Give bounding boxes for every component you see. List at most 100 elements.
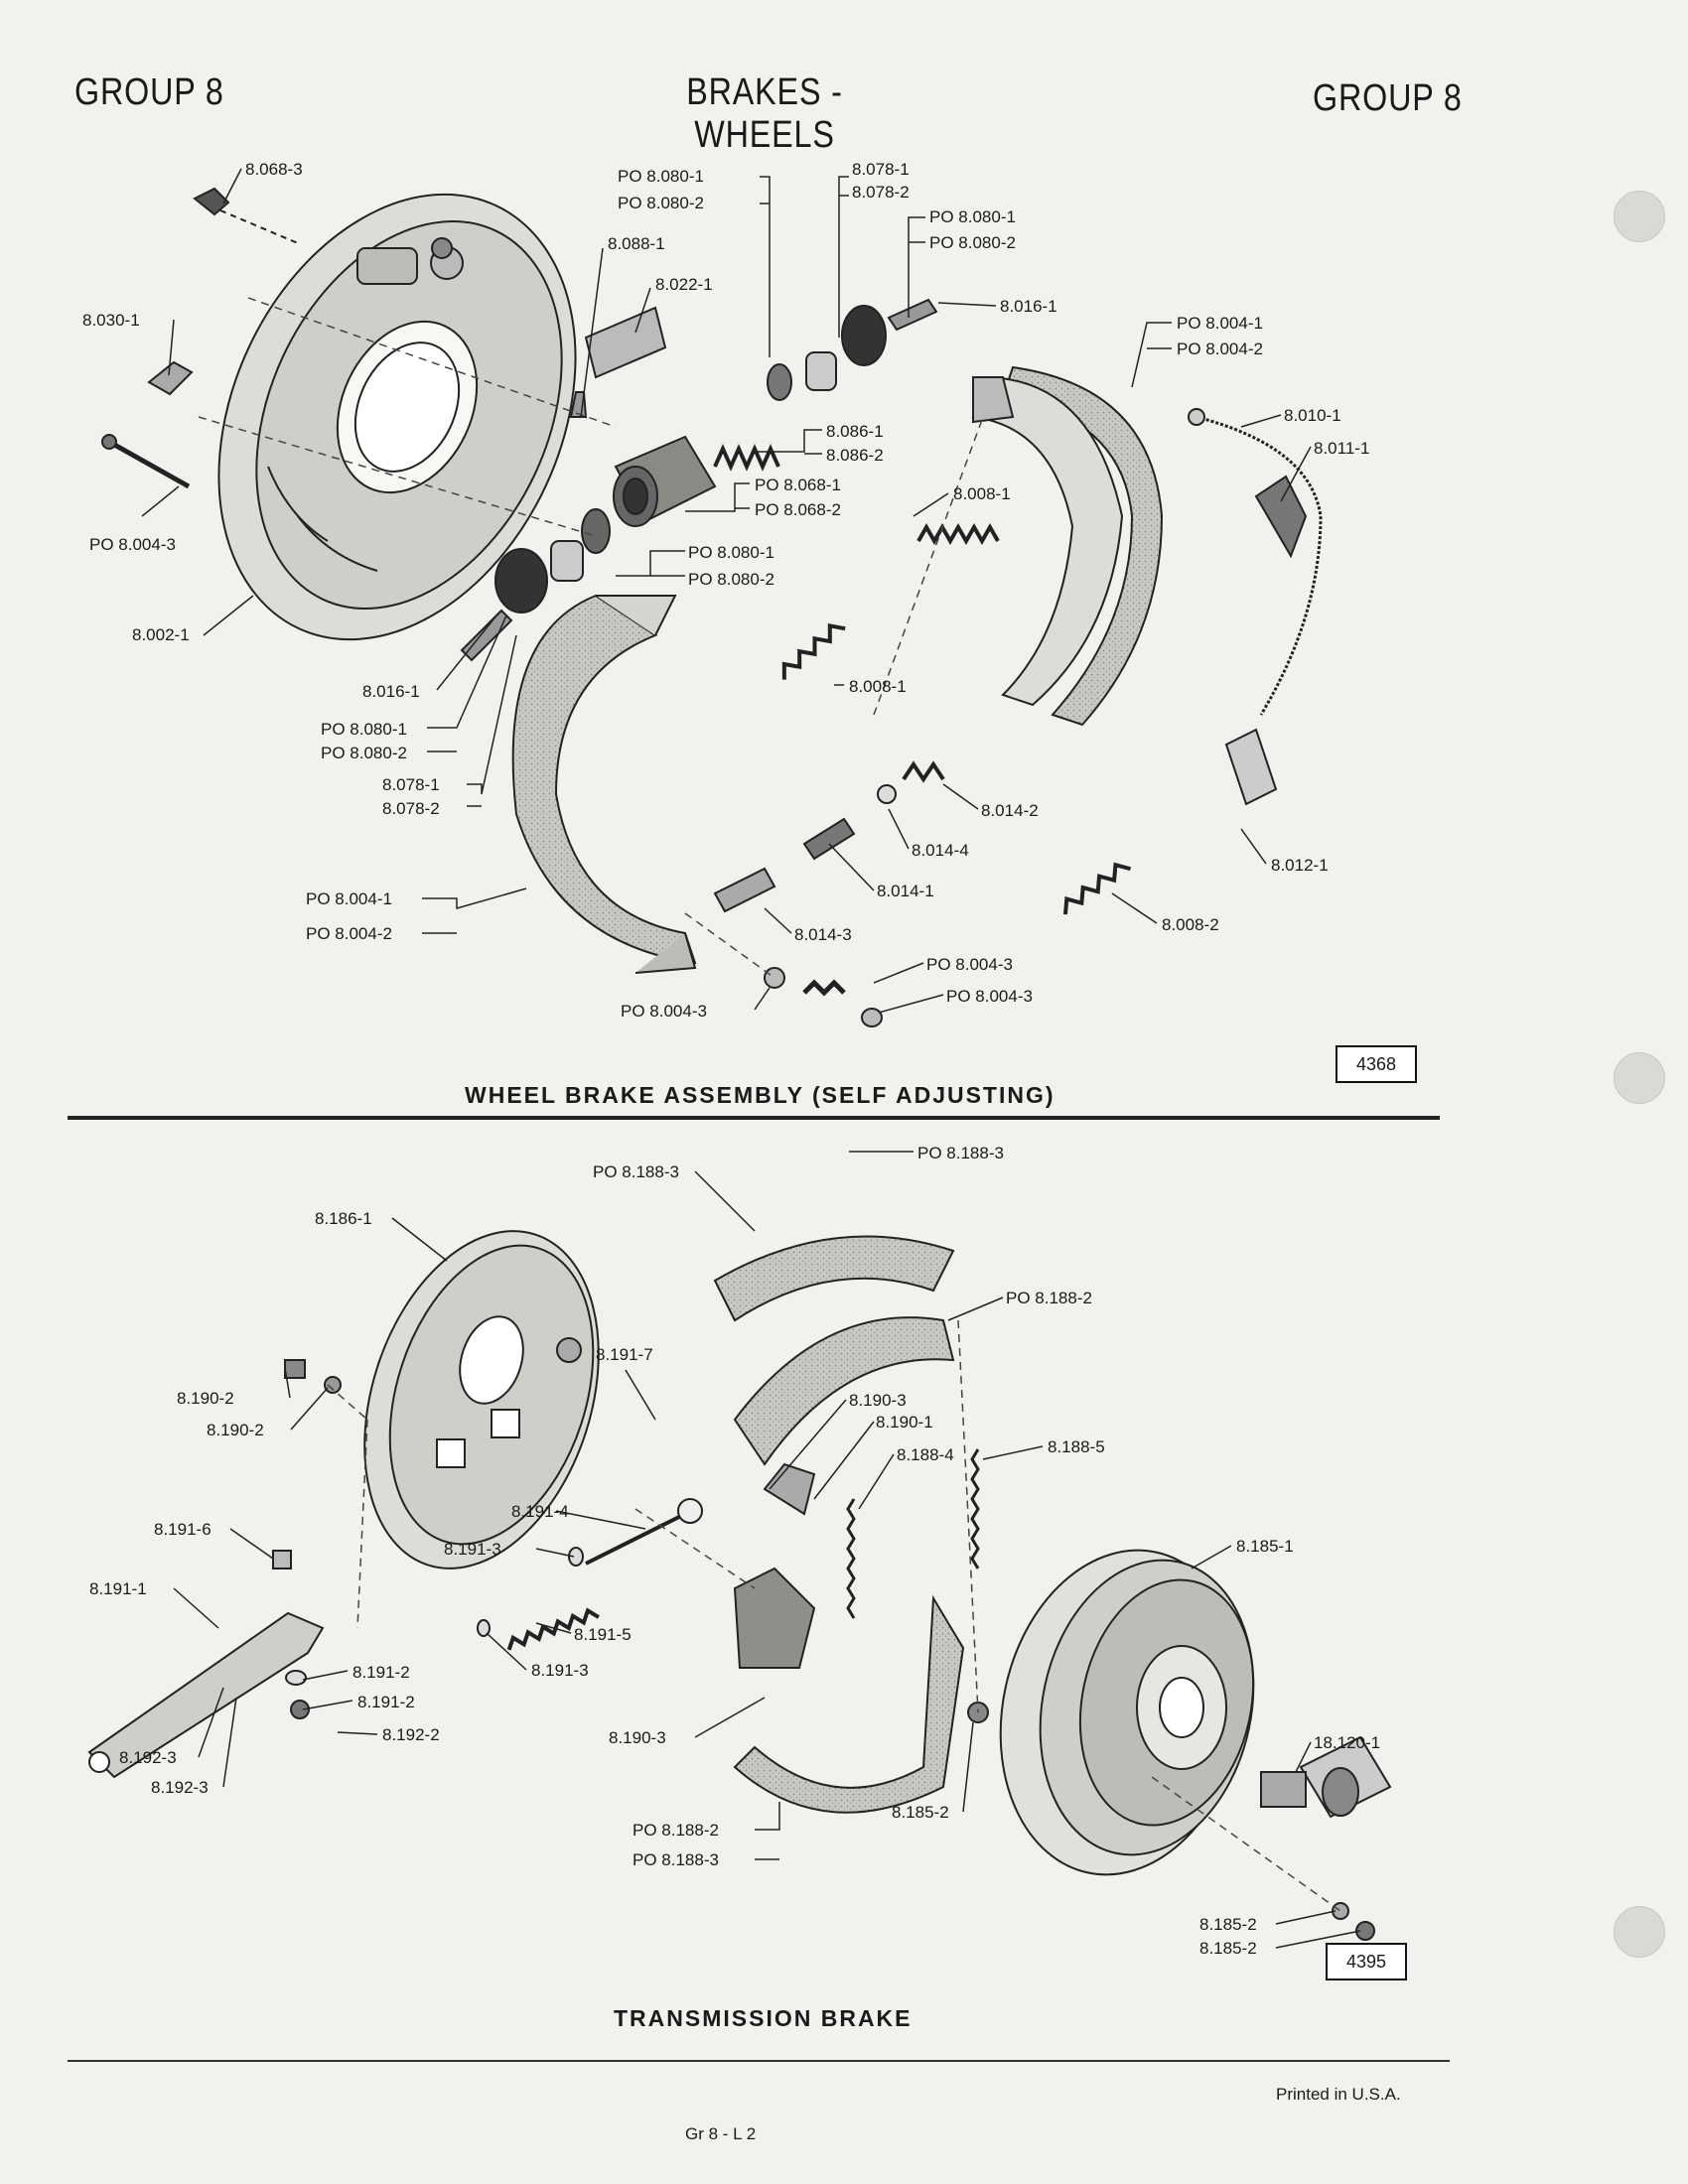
part-label-po-8-080-2: PO 8.080-2 — [321, 744, 407, 762]
part-label-8-078-2: 8.078-2 — [852, 183, 910, 202]
part-label-8-086-1: 8.086-1 — [826, 422, 884, 441]
brake-drum-drawing — [999, 1549, 1255, 1876]
brake-shoe-right-drawing — [971, 365, 1164, 727]
part-label-8-011-1: 8.011-1 — [1314, 439, 1369, 458]
trans-backing-plate-drawing — [363, 1230, 600, 1570]
boot-drawing — [841, 305, 887, 366]
part-label-8-191-7: 8.191-7 — [596, 1345, 653, 1364]
page-number: Gr 8 - L 2 — [685, 2124, 757, 2143]
part-label-8-014-3: 8.014-3 — [794, 925, 852, 944]
transmission-brake-drawing — [87, 1230, 1392, 1941]
figure-caption-wheel-brake: WHEEL BRAKE ASSEMBLY (SELF ADJUSTING) — [465, 1082, 1055, 1108]
part-label-po-8-188-3: PO 8.188-3 — [917, 1144, 1004, 1162]
brake-shoe-left-drawing — [511, 594, 697, 974]
part-label-po-8-004-3: PO 8.004-3 — [621, 1002, 707, 1021]
part-label-8-191-1: 8.191-1 — [89, 1579, 147, 1598]
part-label-8-010-1: 8.010-1 — [1284, 406, 1341, 425]
part-label-8-190-2: 8.190-2 — [177, 1389, 234, 1408]
part-label-8-016-1: 8.016-1 — [362, 682, 420, 701]
part-label-8-190-3: 8.190-3 — [849, 1391, 907, 1410]
part-label-8-185-2: 8.185-2 — [1199, 1915, 1257, 1934]
anchor-drawing — [733, 1567, 816, 1669]
binder-hole — [1614, 1906, 1665, 1958]
clip-drawing — [147, 360, 194, 396]
part-label-18-120-1: 18.120-1 — [1314, 1733, 1380, 1752]
part-label-8-190-1: 8.190-1 — [876, 1413, 933, 1432]
part-label-po-8-004-2: PO 8.004-2 — [1177, 340, 1263, 358]
part-label-po-8-068-2: PO 8.068-2 — [755, 500, 841, 519]
part-label-8-190-3: 8.190-3 — [609, 1728, 666, 1747]
part-label-8-086-2: 8.086-2 — [826, 446, 884, 465]
section-divider — [68, 1116, 1440, 1120]
bolt-drawing — [193, 187, 299, 244]
part-label-8-002-1: 8.002-1 — [132, 625, 190, 644]
part-label-po-8-004-2: PO 8.004-2 — [306, 924, 392, 943]
flange-drawing — [1260, 1735, 1392, 1819]
part-label-8-188-4: 8.188-4 — [897, 1445, 954, 1464]
part-label-po-8-080-1: PO 8.080-1 — [618, 167, 704, 186]
wheel-brake-drawing — [101, 187, 1323, 1027]
part-label-8-190-2: 8.190-2 — [207, 1421, 264, 1439]
part-label-8-191-2: 8.191-2 — [357, 1693, 415, 1711]
cable-drawing — [1196, 415, 1323, 716]
part-label-8-191-4: 8.191-4 — [511, 1502, 569, 1521]
trans-lever-drawing — [87, 1611, 325, 1779]
part-label-po-8-080-1: PO 8.080-1 — [929, 207, 1016, 226]
part-label-po-8-004-1: PO 8.004-1 — [1177, 314, 1263, 333]
cup-drawing — [767, 363, 792, 401]
group-label-right: GROUP 8 — [1313, 77, 1463, 119]
part-label-8-078-2: 8.078-2 — [382, 799, 440, 818]
part-label-8-185-2: 8.185-2 — [1199, 1939, 1257, 1958]
part-label-8-078-1: 8.078-1 — [852, 160, 910, 179]
return-spring-2-drawing — [781, 623, 846, 680]
part-label-8-078-1: 8.078-1 — [382, 775, 440, 794]
part-label-8-192-3: 8.192-3 — [119, 1748, 177, 1767]
trans-shoe-lower-drawing — [733, 1594, 965, 1814]
pin-drawing — [107, 439, 191, 489]
part-label-8-022-1: 8.022-1 — [655, 275, 713, 294]
part-label-8-191-2: 8.191-2 — [352, 1663, 410, 1682]
pushrod-drawing — [887, 298, 938, 332]
part-label-8-008-2: 8.008-2 — [1162, 915, 1219, 934]
part-label-po-8-004-1: PO 8.004-1 — [306, 889, 392, 908]
backing-plate-drawing — [217, 193, 577, 641]
part-label-po-8-080-2: PO 8.080-2 — [929, 233, 1016, 252]
part-label-8-030-1: 8.030-1 — [82, 311, 140, 330]
part-label-po-8-004-3: PO 8.004-3 — [89, 535, 176, 554]
part-label-8-012-1: 8.012-1 — [1271, 856, 1329, 875]
part-label-8-008-1: 8.008-1 — [849, 677, 907, 696]
group-label-left: GROUP 8 — [74, 71, 224, 113]
part-label-8-191-6: 8.191-6 — [154, 1520, 211, 1539]
trans-shoe-upper-drawing — [733, 1316, 955, 1466]
adjuster-screw-drawing — [802, 817, 856, 861]
part-label-po-8-080-2: PO 8.080-2 — [688, 570, 774, 589]
plate-drawing — [584, 306, 667, 379]
part-label-po-8-004-3: PO 8.004-3 — [926, 955, 1013, 974]
part-label-po-8-080-1: PO 8.080-1 — [688, 543, 774, 562]
figure-caption-transmission-brake: TRANSMISSION BRAKE — [614, 2005, 913, 2031]
adjuster-spring-drawing — [1062, 862, 1132, 915]
part-label-po-8-188-2: PO 8.188-2 — [633, 1821, 719, 1840]
part-label-8-186-1: 8.186-1 — [315, 1209, 372, 1228]
part-label-po-8-068-1: PO 8.068-1 — [755, 476, 841, 494]
part-label-8-088-1: 8.088-1 — [608, 234, 665, 253]
part-label-8-014-2: 8.014-2 — [981, 801, 1039, 820]
part-label-po-8-188-3: PO 8.188-3 — [633, 1850, 719, 1869]
part-labels: 8.068-3 PO 8.080-1 PO 8.080-2 8.078-1 8.… — [82, 160, 1380, 1958]
piston-drawing — [805, 351, 837, 391]
wheel-cylinder-drawing — [613, 435, 717, 527]
pawl-drawing — [1224, 728, 1278, 806]
part-label-8-008-1: 8.008-1 — [953, 484, 1011, 503]
part-label-8-191-3: 8.191-3 — [444, 1540, 501, 1559]
part-label-8-016-1: 8.016-1 — [1000, 297, 1057, 316]
figure-number-4368: 4368 — [1336, 1045, 1417, 1083]
figure-number-4395: 4395 — [1326, 1943, 1407, 1980]
lever-drawing — [1254, 475, 1308, 559]
part-label-8-068-3: 8.068-3 — [245, 160, 303, 179]
printed-in-label: Printed in U.S.A. — [1276, 2085, 1401, 2104]
part-label-8-014-1: 8.014-1 — [877, 882, 934, 900]
part-label-po-8-188-3: PO 8.188-3 — [593, 1162, 679, 1181]
part-label-po-8-004-3: PO 8.004-3 — [946, 987, 1033, 1006]
page-title: BRAKES - WHEELS — [686, 71, 843, 156]
